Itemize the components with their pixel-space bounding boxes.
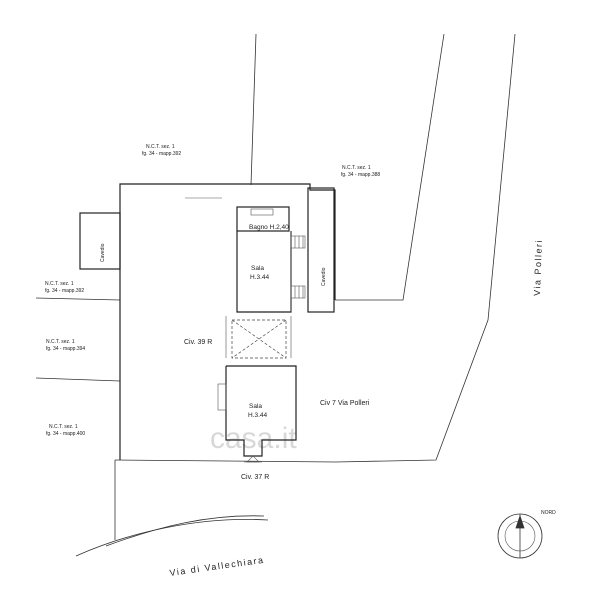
cavedio-right-label: Cavedio [321, 267, 327, 286]
cavedio-left [79, 212, 121, 270]
sala-upper-name: Sala [251, 265, 264, 272]
parcel-394-line2: fg. 34 - mapp.394 [46, 346, 85, 352]
parcel-394-line1: N.C.T. sez. 1 [46, 339, 75, 345]
parcel-392-left-line1: N.C.T. sez. 1 [45, 281, 74, 287]
cavedio-left-label: Cavedio [100, 243, 106, 262]
via-polleri-label: Via Polleri [532, 239, 544, 296]
cavedio-right [307, 187, 335, 313]
compass-icon [497, 513, 543, 559]
parcel-388-line1: N.C.T. sez. 1 [342, 165, 371, 171]
compass-label: NORD [541, 510, 556, 516]
bagno-label: Bagno H.2,40 [249, 224, 289, 231]
sala-upper-height: H.3.44 [250, 274, 270, 281]
parcel-400-line2: fg. 34 - mapp.400 [46, 431, 85, 437]
parcel-388-line2: fg. 34 - mapp.388 [341, 172, 380, 178]
parcel-392-left-line2: fg. 34 - mapp.392 [45, 288, 84, 294]
parcel-392-top-line1: N.C.T. sez. 1 [146, 144, 175, 150]
parcel-392-top-line2: fg. 34 - mapp.392 [142, 151, 181, 157]
building-outline [119, 183, 336, 460]
sala-lower-height: H.3.44 [248, 412, 268, 419]
civ39-label: Civ. 39 R [184, 339, 212, 346]
via-vallechiara-label: Via di Vallechiara [169, 555, 265, 578]
sala-lower-name: Sala [249, 403, 262, 410]
parcel-400-line1: N.C.T. sez. 1 [49, 424, 78, 430]
property-boundaries [35, 33, 516, 540]
civ37-label: Civ. 37 R [241, 474, 269, 481]
civ7-label: Civ 7 Via Polleri [320, 400, 370, 407]
watermark: casa.it [210, 422, 297, 455]
via-vallechiara-curb [75, 515, 269, 557]
unit-plan [217, 206, 306, 463]
